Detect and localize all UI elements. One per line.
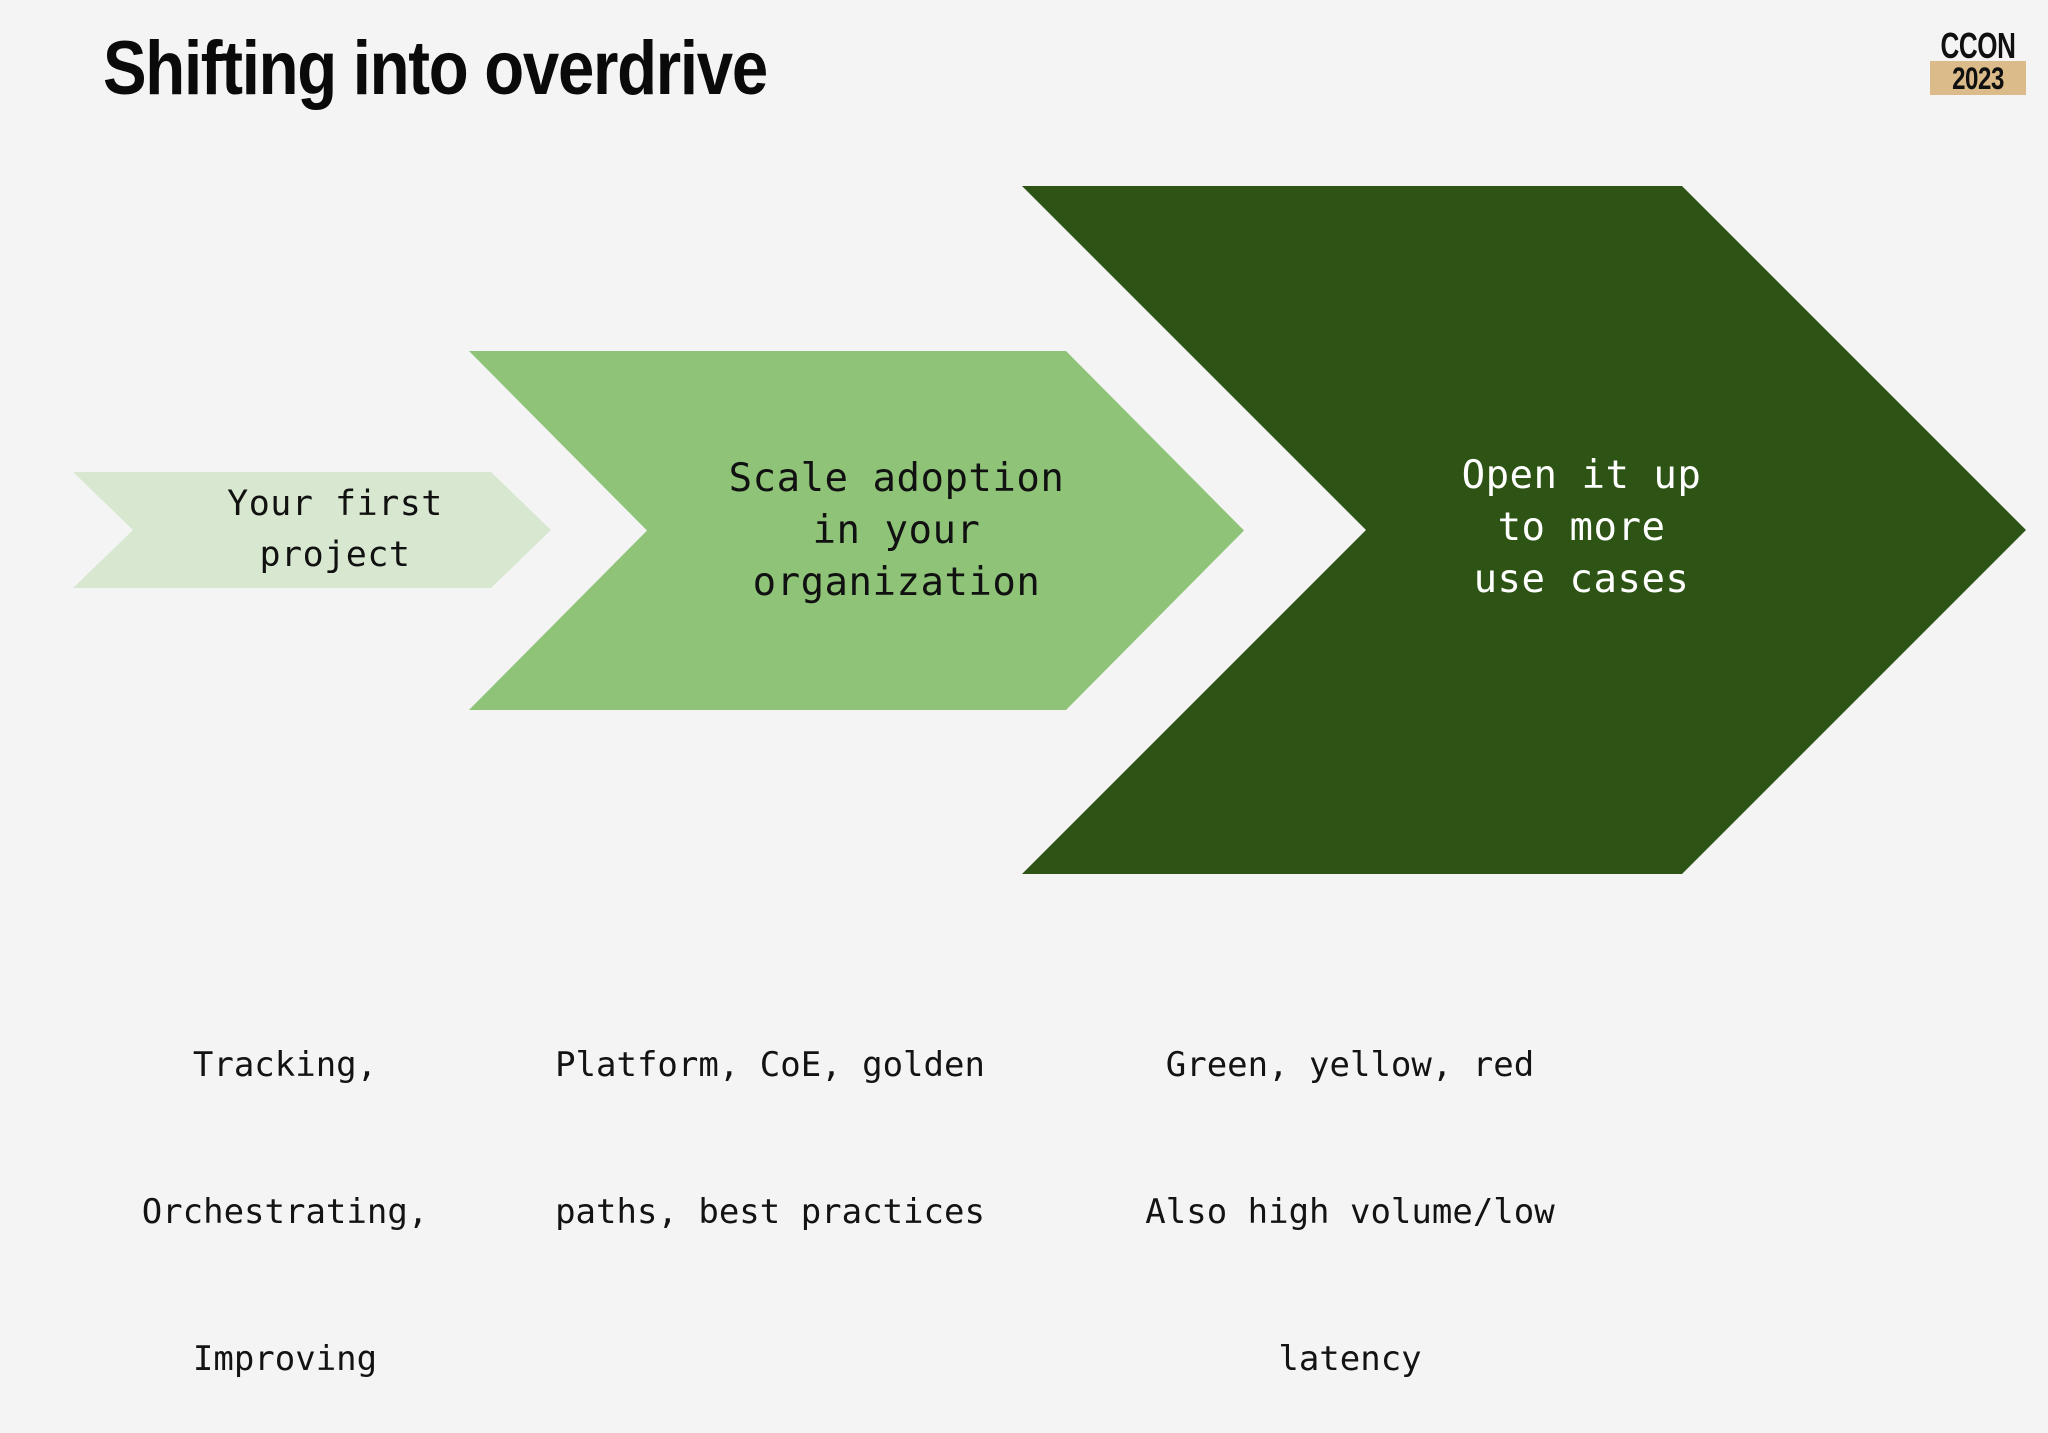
logo-wordmark: CCON (1940, 24, 2016, 67)
stage-2-label-line-3: organization (752, 559, 1041, 605)
stage-2-label-line-2: in your (812, 507, 981, 553)
stage-3-label-line-1: Open it up (1461, 453, 1702, 498)
stage-2-caption-line-2: paths, best practices (555, 1192, 985, 1232)
stage-chevron-1: Your first project (73, 472, 551, 588)
stage-1-label: Your first project (181, 479, 443, 581)
logo-year-text: 2023 (1952, 60, 2004, 96)
stage-3-caption-line-2: Also high volume/low (1145, 1192, 1555, 1232)
page-title: Shifting into overdrive (103, 26, 768, 111)
stage-3-label: Open it up to more use cases (1347, 450, 1702, 606)
stage-3-label-line-3: use cases (1473, 557, 1690, 602)
stage-1-label-line-2: project (259, 535, 411, 575)
stage-2-caption-line-1: Platform, CoE, golden (555, 1045, 985, 1085)
stage-1-caption-line-3: Improving (192, 1339, 378, 1379)
stage-3-label-line-2: to more (1497, 505, 1666, 550)
stage-1-caption: Tracking, Orchestrating, Improving (60, 943, 510, 1433)
stage-2-label-line-1: Scale adoption (728, 455, 1065, 501)
logo-year-badge: 2023 (1930, 61, 2026, 95)
stage-1-caption-line-1: Tracking, (192, 1045, 378, 1085)
stage-1-label-line-1: Your first (227, 484, 443, 524)
stage-chevron-2: Scale adoption in your organization (469, 351, 1244, 710)
stage-1-caption-line-2: Orchestrating, (141, 1192, 429, 1232)
stage-3-caption-line-3: latency (1278, 1339, 1422, 1379)
stage-3-caption-line-1: Green, yellow, red (1165, 1045, 1535, 1085)
stage-2-label: Scale adoption in your organization (649, 453, 1065, 609)
stage-2-caption: Platform, CoE, golden paths, best practi… (500, 943, 1040, 1286)
ccon-logo: CCON 2023 (1930, 26, 2026, 95)
stage-3-caption: Green, yellow, red Also high volume/low … (1075, 943, 1625, 1433)
